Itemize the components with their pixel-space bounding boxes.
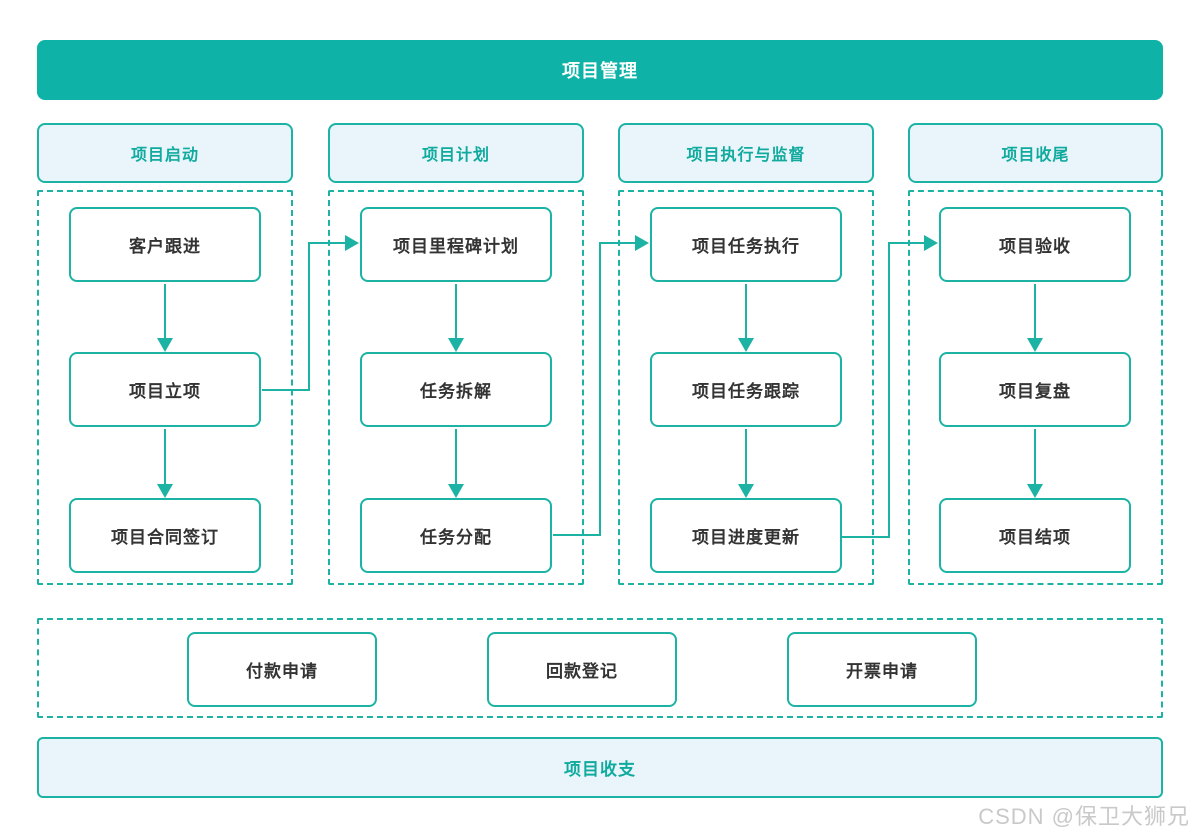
flow-node-task-tracking: 项目任务跟踪 — [650, 352, 842, 427]
flow-node-project-review: 项目复盘 — [939, 352, 1131, 427]
flow-node-task-breakdown: 任务拆解 — [360, 352, 552, 427]
stage-header-closing: 项目收尾 — [908, 123, 1163, 183]
flow-node-invoice-request: 开票申请 — [787, 632, 977, 707]
finance-container — [37, 618, 1163, 718]
flow-node-project-acceptance: 项目验收 — [939, 207, 1131, 282]
watermark-text: CSDN @保卫大狮兄 — [978, 804, 1190, 829]
footer-banner-project-finance: 项目收支 — [37, 737, 1163, 798]
flow-node-progress-update: 项目进度更新 — [650, 498, 842, 573]
stage-header-initiation: 项目启动 — [37, 123, 293, 183]
stage-header-planning: 项目计划 — [328, 123, 584, 183]
flow-node-project-approval: 项目立项 — [69, 352, 261, 427]
main-title-banner: 项目管理 — [37, 40, 1163, 100]
flow-node-task-execution: 项目任务执行 — [650, 207, 842, 282]
flow-node-payment-request: 付款申请 — [187, 632, 377, 707]
flow-node-customer-follow-up: 客户跟进 — [69, 207, 261, 282]
stage-header-execution-supervision: 项目执行与监督 — [618, 123, 874, 183]
flow-node-milestone-plan: 项目里程碑计划 — [360, 207, 552, 282]
flow-node-receipt-register: 回款登记 — [487, 632, 677, 707]
flow-node-task-assignment: 任务分配 — [360, 498, 552, 573]
flow-node-contract-signing: 项目合同签订 — [69, 498, 261, 573]
flow-node-project-closure: 项目结项 — [939, 498, 1131, 573]
